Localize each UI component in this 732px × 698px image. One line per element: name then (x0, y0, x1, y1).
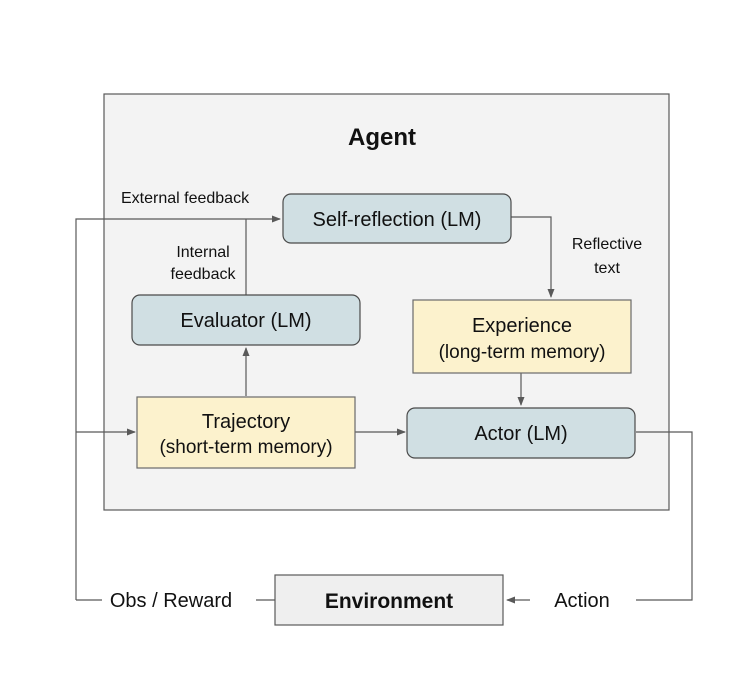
experience-label-line1: Experience (472, 315, 572, 337)
reflective-text-label-line2: text (594, 260, 620, 277)
environment-label: Environment (325, 590, 453, 613)
obs-reward-label: Obs / Reward (110, 590, 232, 612)
internal-feedback-label-line2: feedback (171, 266, 237, 283)
trajectory-label-line2: (short-term memory) (159, 437, 332, 458)
experience-node: Experience (long-term memory) (412, 299, 632, 374)
trajectory-label-line1: Trajectory (202, 411, 290, 433)
reflective-text-connector (511, 216, 555, 298)
environment-node: Environment (274, 574, 504, 626)
evaluator-label: Evaluator (LM) (180, 310, 311, 332)
reflective-text-label-line1: Reflective (572, 236, 642, 253)
external-feedback-connector (75, 215, 281, 600)
actor-to-action-connector (636, 431, 693, 601)
trajectory-node: Trajectory (short-term memory) (136, 396, 356, 469)
experience-label-line2: (long-term memory) (439, 342, 606, 363)
external-feedback-label: External feedback (121, 190, 250, 207)
self-reflection-label: Self-reflection (LM) (313, 209, 482, 231)
self-reflection-node: Self-reflection (LM) (282, 193, 512, 244)
evaluator-node: Evaluator (LM) (131, 294, 361, 346)
internal-feedback-label-line1: Internal (176, 244, 229, 261)
agent-title: Agent (348, 124, 416, 151)
actor-label: Actor (LM) (474, 423, 567, 445)
action-label: Action (554, 590, 610, 612)
actor-node: Actor (LM) (406, 407, 636, 459)
